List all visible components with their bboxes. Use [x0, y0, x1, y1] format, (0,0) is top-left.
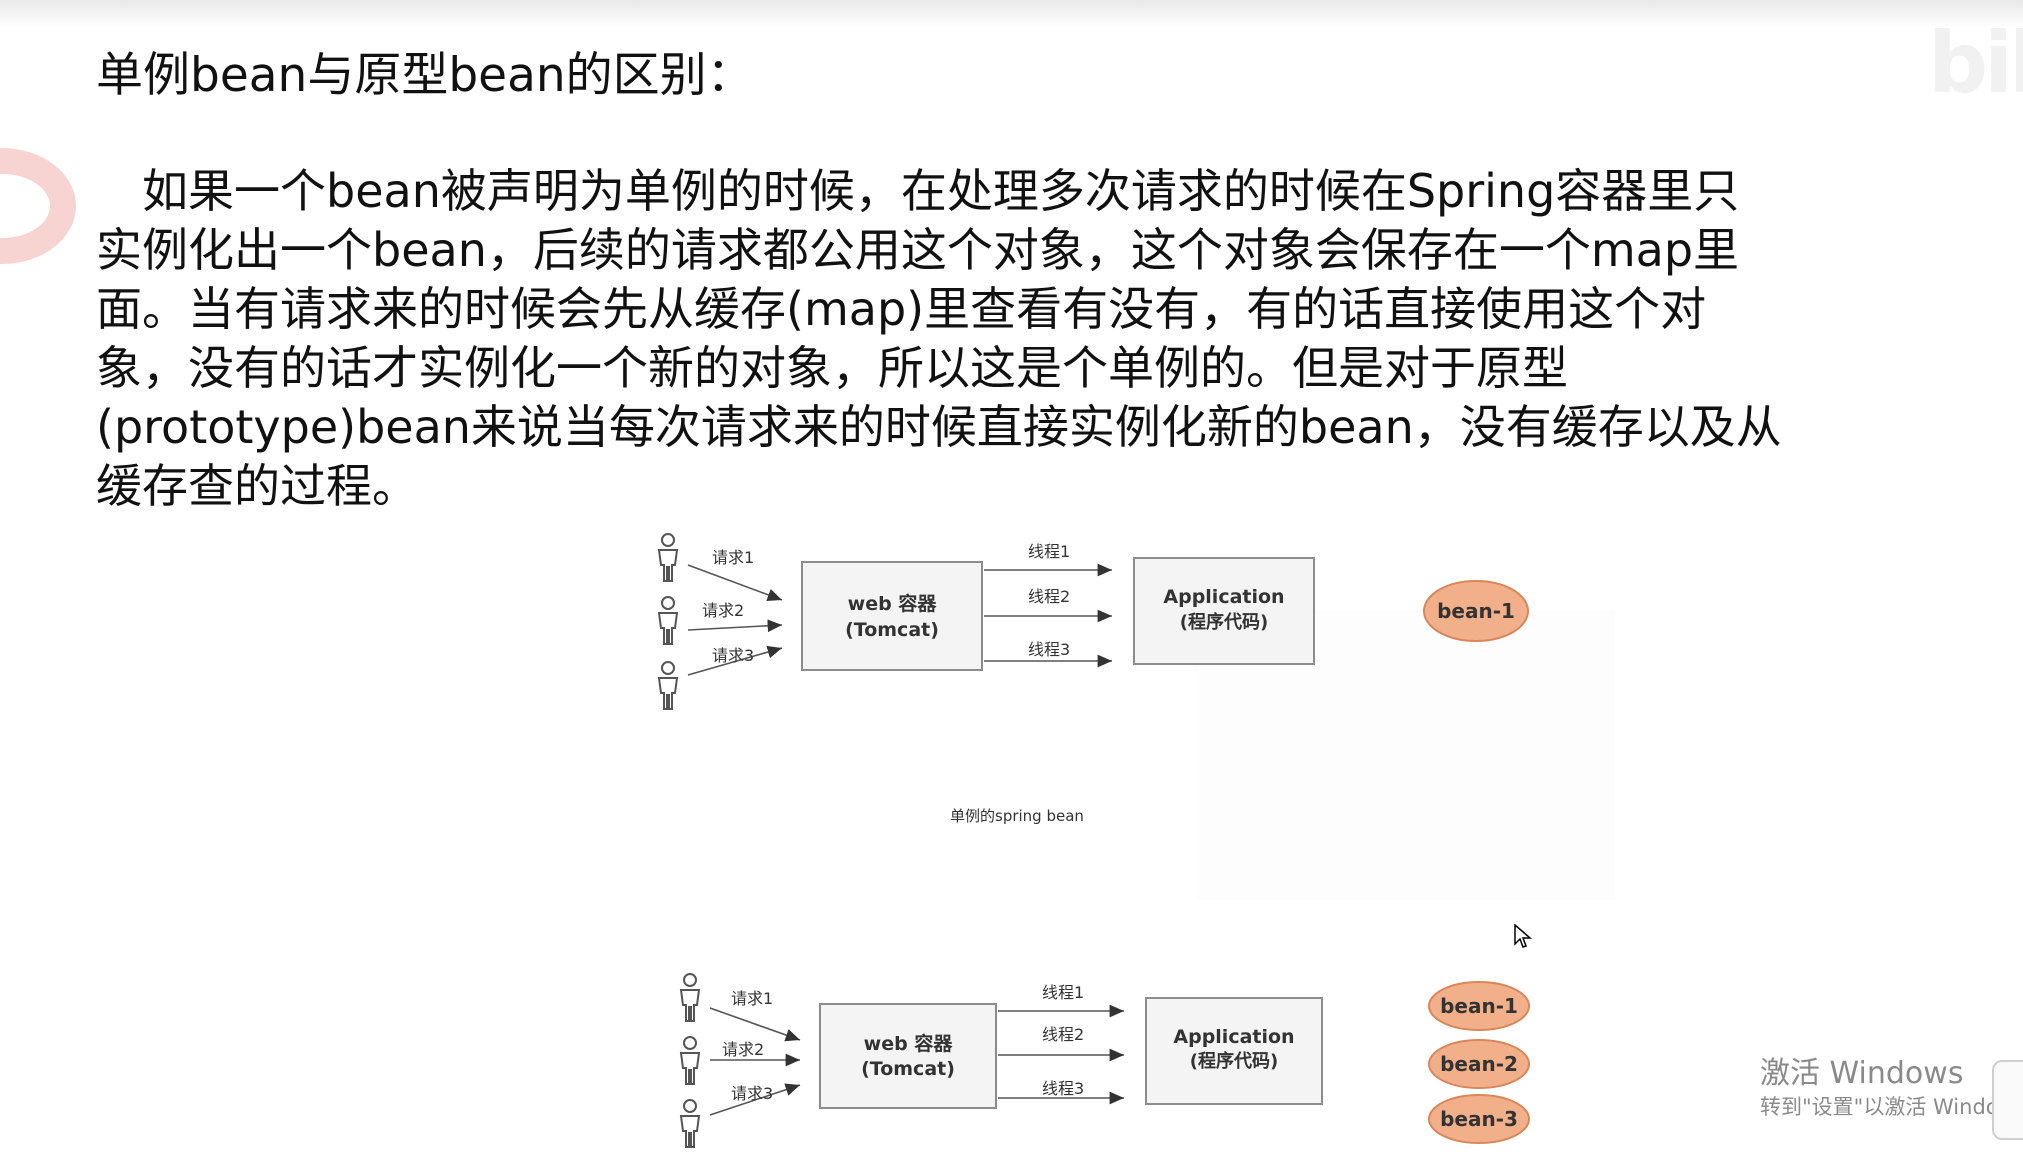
person-icon	[680, 1099, 700, 1148]
top-bar	[0, 0, 2023, 28]
person-icon	[680, 1036, 700, 1085]
web-container-label: web 容器	[864, 1032, 954, 1055]
arrow-icon	[709, 1083, 801, 1116]
bean-label: bean-1	[1437, 599, 1515, 623]
bean-node	[1428, 1039, 1530, 1089]
slide-heading: 单例bean与原型bean的区别：	[96, 48, 754, 103]
bean-node	[1423, 580, 1529, 642]
request-label: 请求3	[712, 646, 754, 665]
prototype-diagram: 请求1 请求2 请求3 web 容器 (Tomcat) 线程1 线程2 线程3 …	[680, 973, 1530, 1148]
body-paragraph: 如果一个bean被声明为单例的时候，在处理多次请求的时候在Spring容器里只 …	[96, 162, 1806, 516]
person-icon	[658, 533, 678, 582]
program-code-label: (程序代码)	[1190, 1050, 1278, 1072]
web-container-box	[819, 1003, 997, 1109]
request-label: 请求3	[731, 1084, 773, 1103]
thread-label: 线程2	[1028, 587, 1070, 606]
web-container-box	[801, 561, 983, 671]
bean-node	[1428, 1094, 1530, 1144]
activation-subtitle: 转到"设置"以激活 Windows	[1760, 1095, 2023, 1119]
tomcat-label: (Tomcat)	[845, 619, 939, 641]
paragraph-line: 实例化出一个bean，后续的请求都公用这个对象，这个对象会保存在一个map里	[96, 223, 1740, 277]
thread-label: 线程2	[1042, 1025, 1084, 1044]
request-label: 请求1	[731, 989, 773, 1008]
floating-widget[interactable]	[1992, 1060, 2023, 1140]
bilibili-logo: bili	[1928, 14, 2023, 112]
web-container-label: web 容器	[848, 592, 938, 615]
application-label: Application	[1163, 586, 1284, 608]
diagram-caption: 单例的spring bean	[950, 807, 1084, 825]
request-label: 请求2	[702, 601, 744, 620]
request-label: 请求2	[722, 1040, 764, 1059]
singleton-diagram: 请求1 请求2 请求3 web 容器 (Tomcat) 线程1 线程2 线程3 …	[658, 533, 1615, 900]
bean-label: bean-3	[1440, 1107, 1518, 1131]
person-icon	[658, 596, 678, 645]
windows-activation-watermark: 激活 Windows 转到"设置"以激活 Windows	[1760, 1055, 2023, 1121]
arrow-icon	[687, 645, 783, 676]
bean-node	[1428, 981, 1530, 1031]
person-icon	[680, 973, 700, 1022]
activation-title: 激活 Windows	[1760, 1056, 1964, 1091]
bean-label: bean-2	[1440, 1052, 1518, 1076]
mouse-cursor-icon	[1514, 923, 1533, 954]
person-icon	[658, 661, 678, 710]
paragraph-line: 象，没有的话才实例化一个新的对象，所以这是个单例的。但是对于原型	[96, 341, 1568, 395]
arrow-icon	[687, 619, 783, 633]
paragraph-line: (prototype)bean来说当每次请求来的时候直接实例化新的bean，没有…	[96, 400, 1782, 454]
thread-label: 线程3	[1028, 640, 1070, 659]
thread-label: 线程1	[1028, 542, 1070, 561]
request-label: 请求1	[712, 548, 754, 567]
paragraph-line: 面。当有请求来的时候会先从缓存(map)里查看有没有，有的话直接使用这个对	[96, 282, 1707, 336]
application-box	[1133, 557, 1315, 665]
arrow-icon	[709, 1007, 801, 1042]
paragraph-line: 如果一个bean被声明为单例的时候，在处理多次请求的时候在Spring容器里只	[96, 164, 1740, 218]
paragraph-line: 缓存查的过程。	[96, 459, 418, 513]
thread-label: 线程3	[1042, 1079, 1084, 1098]
bean-label: bean-1	[1440, 994, 1518, 1018]
program-code-label: (程序代码)	[1180, 611, 1268, 633]
application-label: Application	[1173, 1026, 1294, 1048]
thread-label: 线程1	[1042, 983, 1084, 1002]
tomcat-label: (Tomcat)	[861, 1058, 955, 1080]
arrow-icon	[687, 564, 783, 601]
application-box	[1145, 997, 1323, 1105]
